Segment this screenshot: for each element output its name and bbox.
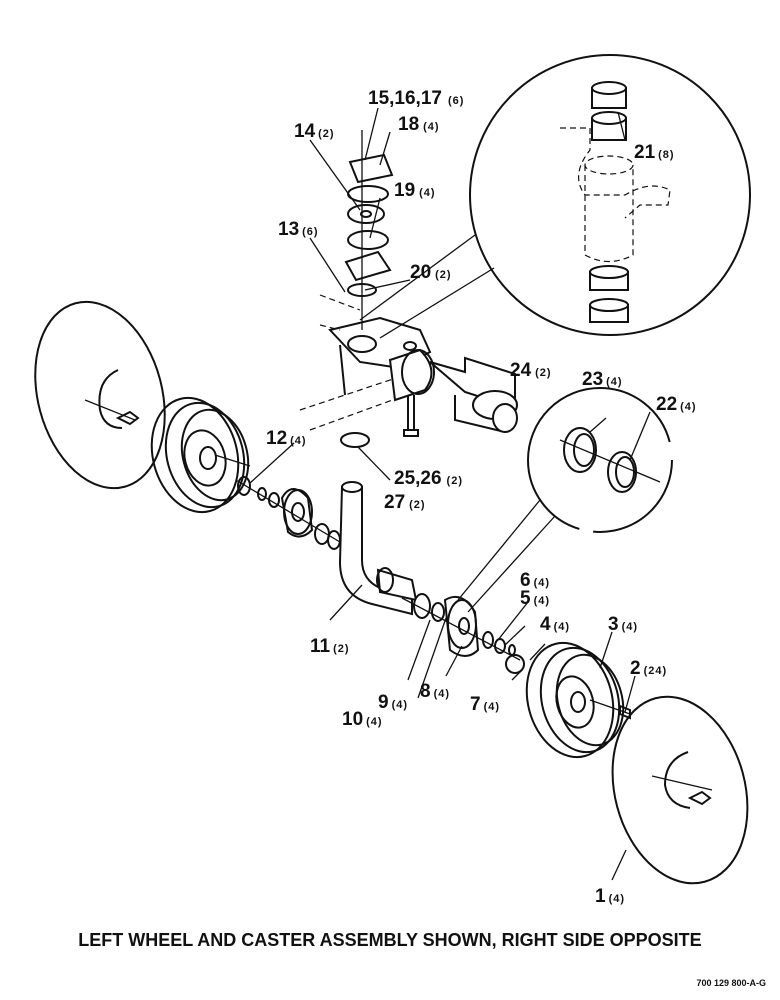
callout-11: 11(2) [310,636,350,657]
callout-27: 27(2) [384,492,426,513]
tire-upper-left [34,300,166,490]
callout-21: 21(8) [634,142,675,163]
detail-circle-bearing-cups [359,54,751,339]
figure-caption: LEFT WHEEL AND CASTER ASSEMBLY SHOWN, RI… [78,930,702,950]
callout-22: 22(4) [656,394,697,415]
callout-3: 3(4) [608,614,638,635]
detail-circle-seals [457,387,673,613]
callout-19: 19(4) [394,180,436,201]
callout-15-17: 15,16,17(6) [368,88,464,109]
caster-spindle-11 [338,481,418,616]
tire-lower-right [611,695,749,885]
callout-2: 2(24) [630,658,667,679]
callout-20: 20(2) [410,262,452,283]
callout-8: 8(4) [420,681,450,702]
leader-lines [249,107,651,881]
frame-beam [299,294,435,431]
spindle-pin-24 [429,356,518,433]
callout-25-26: 25,26(2) [394,468,463,489]
callout-4: 4(4) [540,614,570,635]
bolt-25-26 [403,395,419,437]
callout-14: 14(2) [294,121,335,142]
callout-13: 13(6) [278,219,319,240]
hub-left [235,476,351,550]
washer-stack [344,130,394,330]
rim-upper-left [150,396,251,514]
drawing-part-number: 700 129 800-A-G [696,978,766,988]
callout-1: 1(4) [595,886,625,907]
callout-9: 9(4) [378,692,408,713]
callout-6: 6(4) [520,570,550,591]
callout-5: 5(4) [520,588,550,609]
callout-labels: 15,16,17(6) 18(4) 14(2) 19(4) 13(6) 20(2… [266,88,697,907]
callout-12: 12(4) [266,428,307,449]
callout-10: 10(4) [342,709,383,730]
rim-lower-right [525,641,631,759]
hub-right [401,593,525,674]
callout-7: 7(4) [470,694,500,715]
callout-23: 23(4) [582,369,623,390]
callout-18: 18(4) [398,114,440,135]
seal-27 [340,432,370,448]
callout-24: 24(2) [510,360,552,381]
